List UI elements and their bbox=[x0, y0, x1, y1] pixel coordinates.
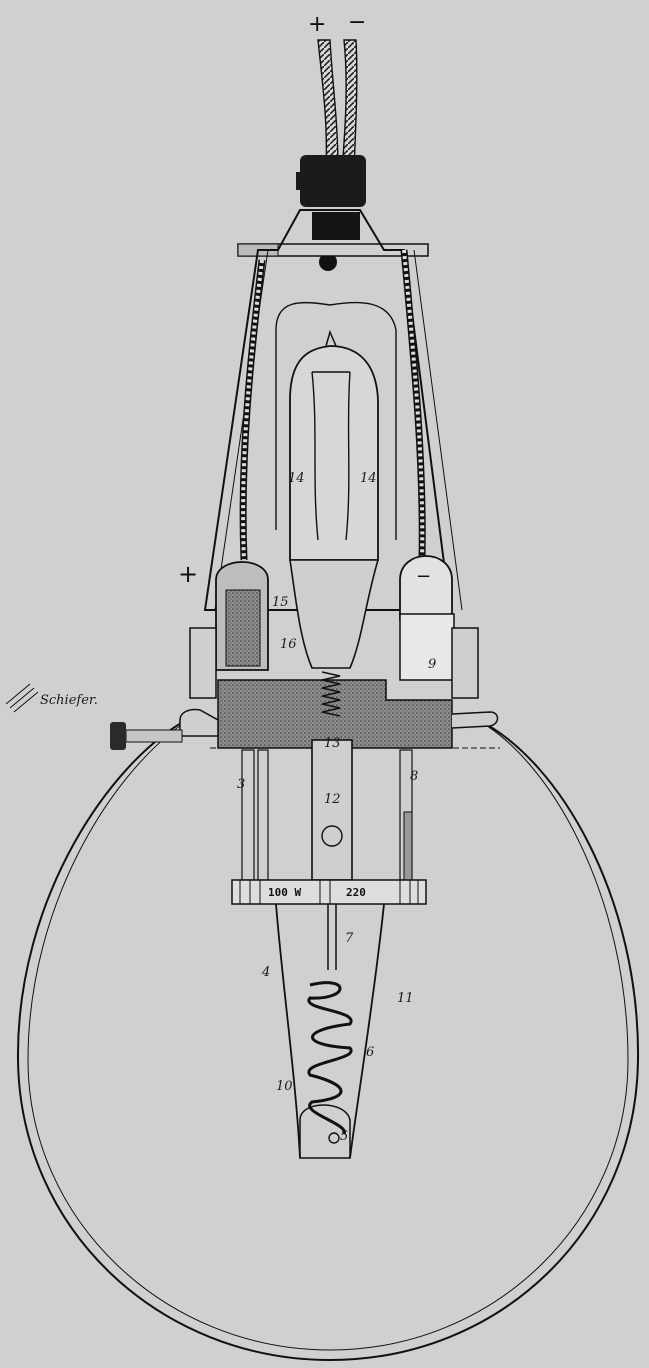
part-number: 4 bbox=[262, 965, 271, 980]
part-number: 13 bbox=[324, 736, 341, 751]
part-number: 3 bbox=[237, 777, 246, 792]
center-rod bbox=[311, 739, 353, 881]
terminal-minus-sign: − bbox=[416, 566, 432, 587]
part-number: 9 bbox=[428, 657, 437, 672]
part-number: 16 bbox=[280, 637, 297, 652]
material-label: Schiefer. bbox=[40, 693, 98, 708]
wire-plus-sign: + bbox=[308, 12, 327, 37]
top-cap bbox=[300, 155, 366, 207]
slate-base bbox=[217, 679, 453, 749]
filament bbox=[311, 371, 351, 541]
part-number: 11 bbox=[397, 991, 414, 1006]
part-number: 8 bbox=[410, 769, 419, 784]
inner-bulb bbox=[289, 345, 379, 561]
power-cord bbox=[317, 39, 358, 171]
part-number: 6 bbox=[366, 1045, 375, 1060]
part-number: 12 bbox=[324, 792, 341, 807]
part-number: 7 bbox=[345, 931, 354, 946]
support-wire-8 bbox=[349, 903, 385, 1159]
support-wire-4 bbox=[275, 903, 301, 1159]
part-number: 14 bbox=[360, 471, 377, 486]
part-number: 5 bbox=[340, 1129, 349, 1144]
glass-globe bbox=[16, 717, 640, 1362]
part-number: 10 bbox=[276, 1079, 293, 1094]
wire-minus-sign: − bbox=[348, 10, 367, 35]
terminal-plus-sign: + bbox=[178, 560, 199, 588]
ring-volt: 220 bbox=[346, 886, 366, 899]
right-lead bbox=[400, 249, 426, 561]
ring-watt: 100 W bbox=[268, 886, 302, 899]
rating-ring bbox=[231, 879, 427, 905]
part-number: 15 bbox=[272, 595, 289, 610]
part-number: 14 bbox=[288, 471, 305, 486]
helix-coil bbox=[307, 981, 353, 1135]
